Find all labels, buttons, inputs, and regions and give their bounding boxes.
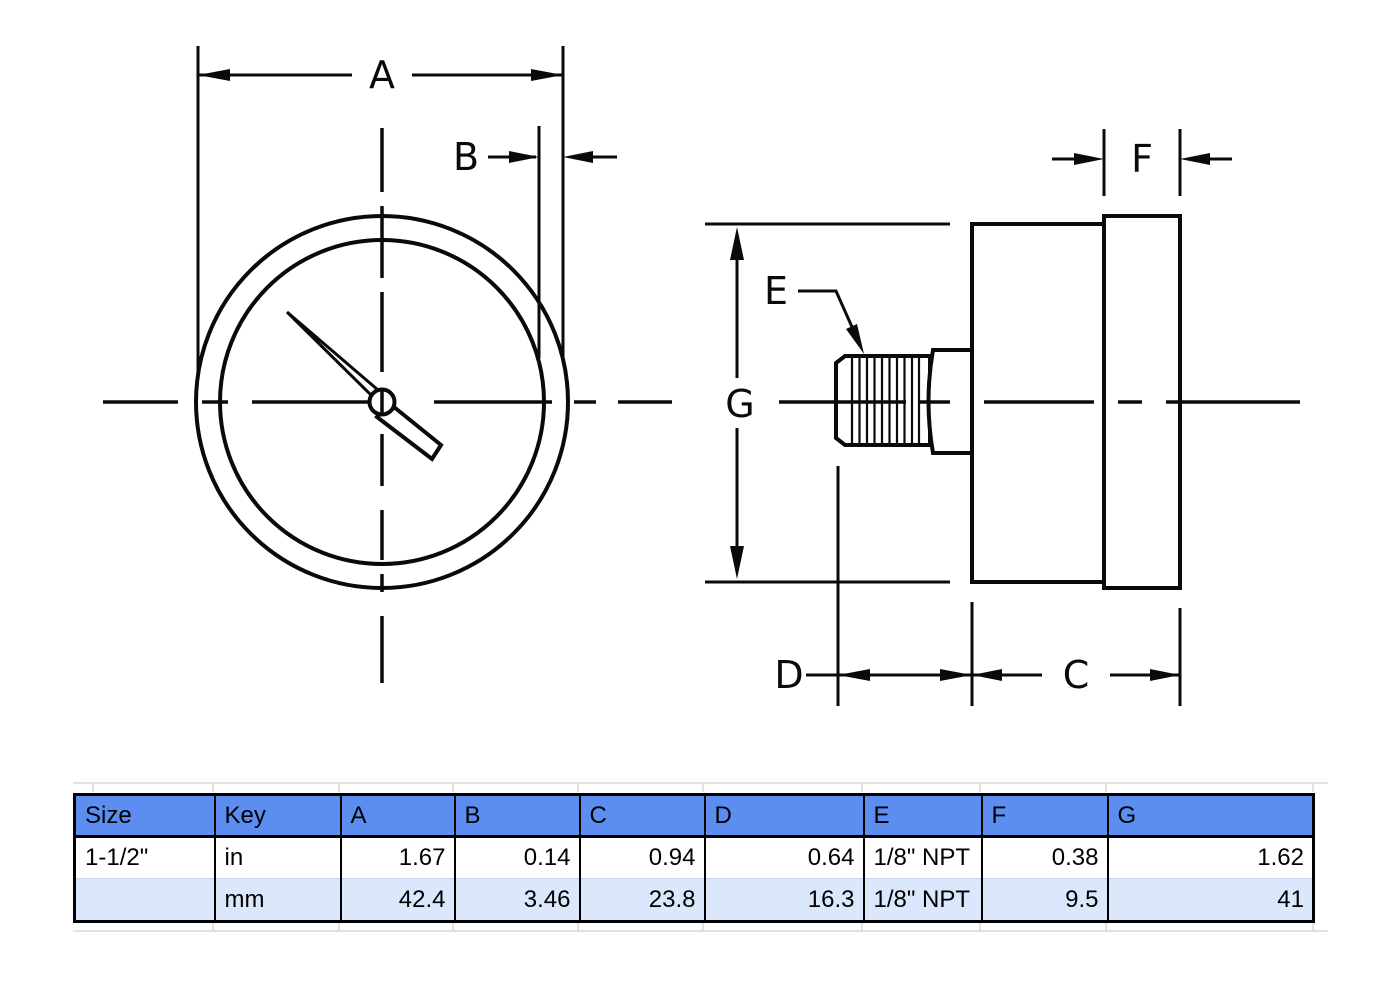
side-view: G E F D [705, 129, 1300, 706]
table-row-inches: 1-1/2" in 1.67 0.14 0.94 0.64 1/8" NPT 0… [74, 836, 1314, 879]
front-view: A B [103, 46, 672, 683]
cell-in-f: 0.38 [980, 836, 1108, 879]
dim-g-label: G [725, 382, 754, 426]
cell-mm-a: 42.4 [339, 878, 455, 922]
cell-size: 1-1/2" [74, 836, 215, 879]
header-cell-e: E [862, 794, 982, 838]
dim-a: A [196, 46, 565, 372]
thread-boss [926, 348, 974, 455]
cell-in-g: 1.62 [1106, 836, 1314, 879]
cell-key-in: in [213, 836, 341, 879]
dim-b: B [453, 126, 617, 358]
dim-d: D [774, 466, 974, 706]
header-cell-d: D [703, 794, 864, 838]
cell-mm-d: 16.3 [703, 878, 864, 922]
cell-mm-f: 9.5 [980, 878, 1108, 922]
header-cell-key: Key [213, 794, 341, 838]
dim-b-label: B [453, 135, 479, 179]
spreadsheet-gridlines [73, 782, 1328, 932]
dim-f: F [1052, 129, 1232, 196]
spec-table: Size Key A B C D E F G 1-1/2" in 1.67 0.… [73, 793, 1315, 923]
dim-c-label: C [1063, 653, 1090, 697]
dim-f-label: F [1131, 137, 1153, 181]
header-cell-f: F [980, 794, 1108, 838]
cell-in-b: 0.14 [453, 836, 580, 879]
cell-mm-e: 1/8" NPT [862, 878, 982, 922]
header-cell-g: G [1106, 794, 1314, 838]
cell-size-empty [74, 878, 215, 922]
dim-e-label: E [764, 269, 788, 313]
cell-mm-g: 41 [1106, 878, 1314, 922]
gauge-outer-ring [194, 214, 570, 590]
cell-in-c: 0.94 [578, 836, 705, 879]
dim-c: C [972, 608, 1182, 706]
needle-tip [285, 310, 381, 400]
cell-mm-c: 23.8 [578, 878, 705, 922]
dim-a-label: A [369, 53, 395, 97]
header-cell-a: A [339, 794, 455, 838]
table-row-millimeters: mm 42.4 3.46 23.8 16.3 1/8" NPT 9.5 41 [74, 878, 1314, 922]
header-cell-c: C [578, 794, 705, 838]
table-header-row: Size Key A B C D E F G [74, 794, 1314, 838]
dim-e: E [764, 269, 864, 354]
gauge-inner-ring [218, 238, 546, 566]
cell-key-mm: mm [213, 878, 341, 922]
dim-d-label: D [774, 653, 803, 697]
cell-mm-b: 3.46 [453, 878, 580, 922]
dim-g: G [705, 222, 950, 584]
header-cell-size: Size [74, 794, 215, 838]
cell-in-e: 1/8" NPT [862, 836, 982, 879]
gauge-needle [285, 310, 444, 462]
cell-in-d: 0.64 [703, 836, 864, 879]
header-cell-b: B [453, 794, 580, 838]
cell-in-a: 1.67 [339, 836, 455, 879]
